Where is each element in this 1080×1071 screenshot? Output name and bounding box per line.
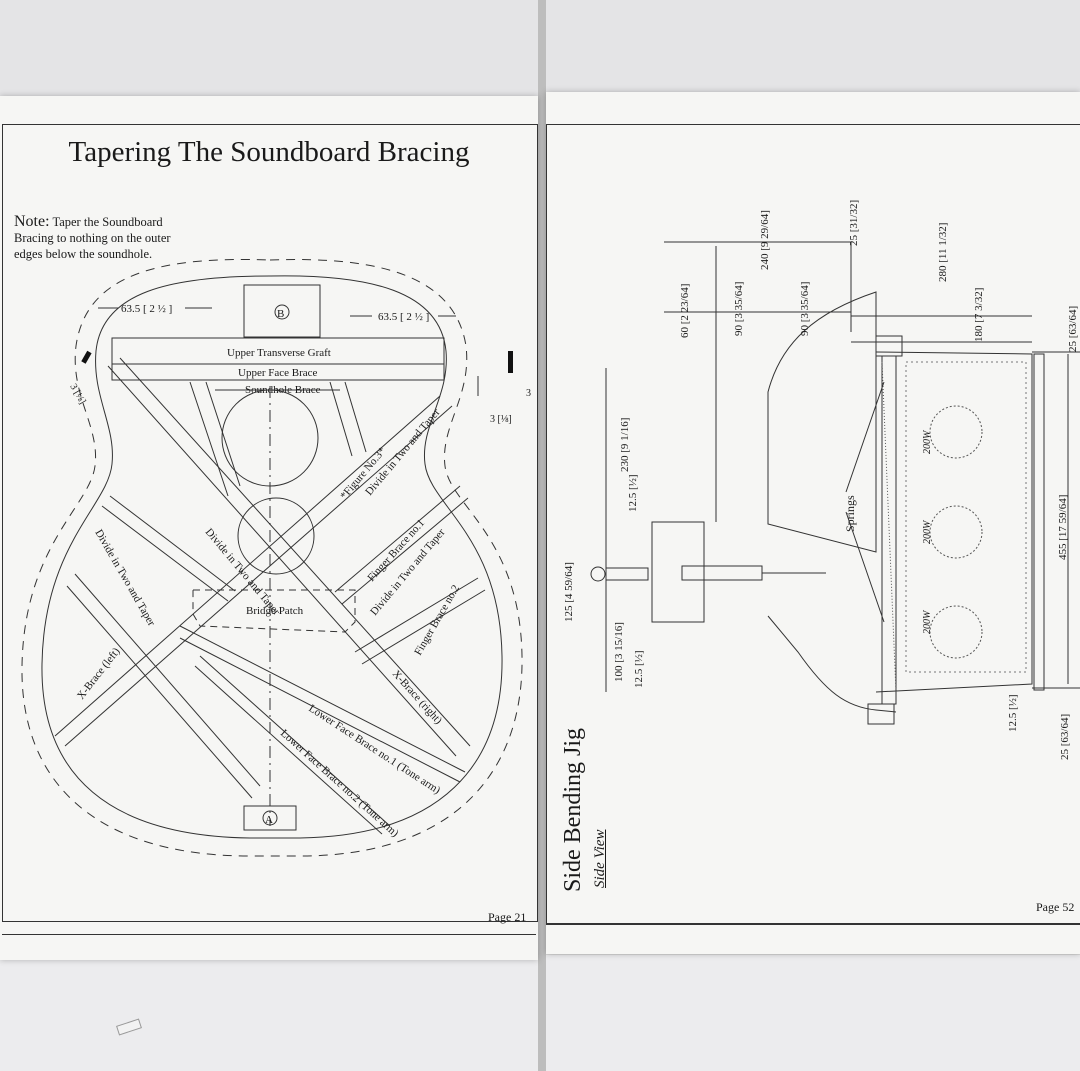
upper-face-brace (111, 363, 445, 381)
page-title-right: Side Bending Jig (560, 727, 586, 892)
note-body: Taper the Soundboard Bracing to nothing … (14, 215, 171, 261)
block-a (243, 805, 297, 831)
block-b (243, 284, 321, 338)
marker-b-label: B (277, 308, 284, 320)
dim-180: 180 [7 3/32] (973, 288, 985, 342)
dim-455: 455 [17 59/64] (1057, 495, 1069, 560)
marker-b-circle (274, 304, 290, 320)
dim-25-top: 25 [31/32] (848, 200, 860, 246)
clamp-block (651, 521, 705, 623)
lamp-label-1: 200W (922, 429, 933, 454)
dim-60: 60 [2 23/64] (679, 284, 691, 338)
left-page-frame (2, 124, 538, 922)
bracing-diagram: B 63.5 [ 2 ½ ] 63.5 [ 2 ½ ] Upper Transv… (21, 259, 531, 857)
jig-outline (767, 291, 877, 553)
bracing-crossing (237, 497, 315, 575)
dim-12-a: 12.5 [½] (627, 474, 639, 512)
spring-long (881, 355, 897, 705)
bridge-patch (192, 589, 356, 633)
dim-280: 280 [11 1/32] (937, 223, 949, 282)
page-number-left: Page 21 (488, 910, 527, 924)
marker-a-label: A (265, 814, 273, 826)
dim-230: 230 [9 1/16] (619, 418, 631, 472)
divide-label-3: Divide in Two and Taper (92, 528, 157, 629)
note-heading: Note: (14, 213, 50, 230)
upper-transverse-label: Upper Transverse Graft (227, 347, 331, 359)
dim-90-b: 90 [3 35/64] (799, 282, 811, 336)
dim-100: 100 [3 15/16] (613, 622, 625, 682)
lamp-label-2: 200W (922, 519, 933, 544)
page-title: Tapering The Soundboard Bracing (68, 136, 470, 168)
marker-a-circle (262, 810, 278, 826)
dim-25-right: 25 [63/64] (1067, 306, 1079, 352)
upper-face-label: Upper Face Brace (238, 367, 318, 379)
finger-brace-2-label: Finger Brace no.2 (412, 583, 462, 658)
page-number-right: Page 52 (1036, 900, 1075, 914)
book-gutter (538, 0, 546, 1071)
x-brace-right-label: X-Brace (right) (390, 668, 445, 727)
spring-left (605, 567, 649, 581)
dim-63-right: 63.5 [ 2 ½ ] (378, 311, 429, 323)
bottom-block (867, 703, 895, 725)
side-bar (1033, 353, 1045, 691)
right-page: 240 [9 29/64] 25 [31/32] 280 [11 1/32] 6… (546, 92, 1080, 954)
dim-small-right: 3 [⅛] (490, 414, 512, 425)
page-subtitle-right: Side View (592, 829, 608, 888)
right-page-frame (546, 124, 1080, 924)
dim-90-a: 90 [3 35/64] (733, 282, 745, 336)
x-brace-left (119, 357, 471, 747)
soundhole-brace-label: Soundhole Brace (245, 384, 321, 396)
dim-12-b: 12.5 [½] (633, 650, 645, 688)
soundboard-outline (41, 275, 503, 839)
footer-rule-right (546, 924, 1080, 925)
springs-label: Springs (843, 495, 857, 532)
soundboard-outline-dashed (21, 259, 523, 857)
dim-125: 125 [4 59/64] (563, 562, 575, 622)
dim-small-left: 3 [⅛] (67, 382, 87, 406)
dim-12-c: 12.5 [½] (1007, 694, 1019, 732)
spring-right (681, 565, 763, 581)
x-brace-right (54, 395, 441, 737)
dim-240: 240 [9 29/64] (759, 210, 771, 270)
lamps (929, 405, 983, 659)
lamp-label-3: 200W (922, 609, 933, 634)
x-brace-left-label: X-Brace (left) (75, 645, 123, 702)
dim-63-left: 63.5 [ 2 ½ ] (121, 303, 172, 315)
footer-rule-left (2, 934, 536, 935)
note-text: Note: Taper the Soundboard Bracing to no… (14, 214, 174, 262)
left-page: Tapering The Soundboard Bracing Note: Ta… (0, 96, 538, 960)
top-block (875, 335, 903, 357)
dim-small-3: 3 (526, 388, 531, 399)
dim-25-bottom: 25 [63/64] (1059, 714, 1071, 760)
jig-diagram: 240 [9 29/64] 25 [31/32] 280 [11 1/32] 6… (563, 200, 1080, 760)
bridge-patch-label: Bridge Patch (246, 605, 304, 617)
